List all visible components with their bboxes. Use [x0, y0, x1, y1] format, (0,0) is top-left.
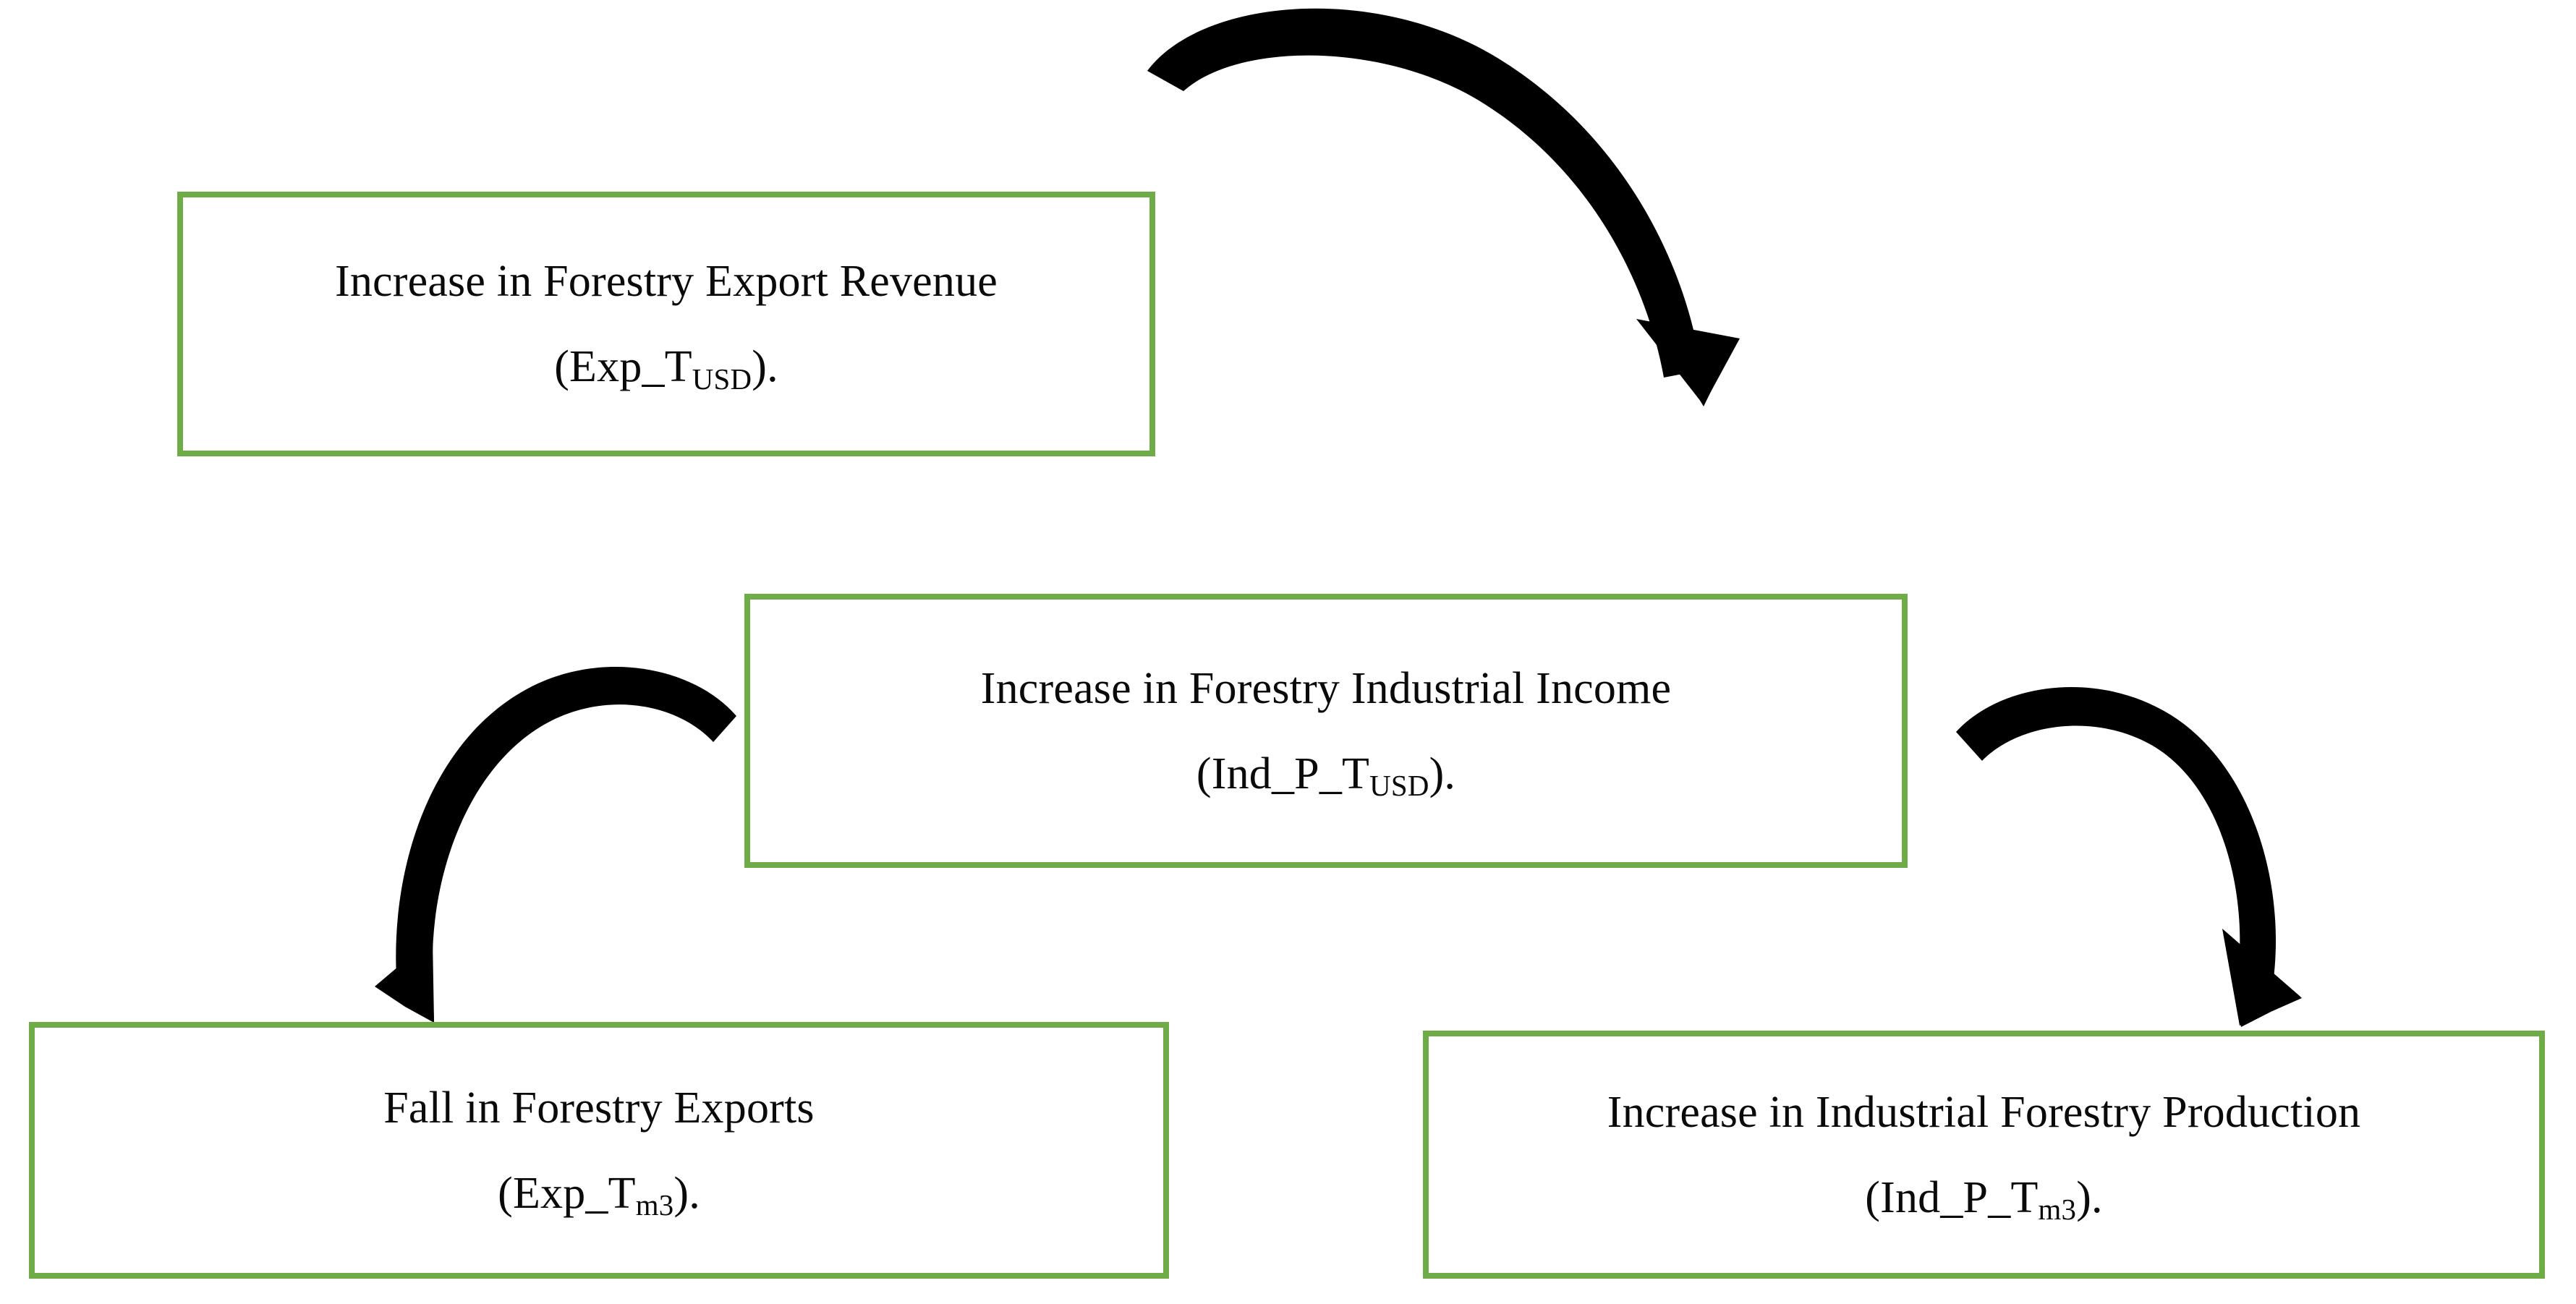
code-subscript: USD — [692, 362, 752, 396]
code-prefix: (Exp_T — [498, 1168, 636, 1218]
node-export-revenue-title: Increase in Forestry Export Revenue — [334, 257, 998, 306]
arrow-head — [375, 939, 434, 1023]
arrow-industrial-income-to-industrial-production — [1956, 686, 2302, 1027]
code-prefix: (Ind_P_T — [1865, 1172, 2039, 1222]
node-industrial-income-title: Increase in Forestry Industrial Income — [980, 663, 1672, 713]
code-prefix: (Exp_T — [554, 342, 692, 391]
node-industrial-production-title: Increase in Industrial Forestry Producti… — [1607, 1087, 2361, 1137]
node-fall-exports[interactable]: Fall in Forestry Exports (Exp_Tm3). — [29, 1022, 1169, 1279]
arrow-head — [1636, 319, 1740, 405]
node-industrial-income-code: (Ind_P_TUSD). — [1196, 749, 1456, 801]
arrow-shaft — [1956, 686, 2277, 994]
code-subscript: m3 — [635, 1189, 674, 1222]
node-industrial-income[interactable]: Increase in Forestry Industrial Income (… — [744, 594, 1908, 868]
arrow-industrial-income-to-fall-exports — [375, 666, 736, 1023]
arrow-head-fill — [1655, 325, 1736, 406]
arrow-head — [2222, 929, 2302, 1026]
node-industrial-production-code: (Ind_P_Tm3). — [1865, 1172, 2103, 1225]
arrow-head-fill — [2224, 930, 2300, 1027]
code-subscript: USD — [1369, 770, 1429, 803]
arrow-head-fill — [383, 940, 434, 1021]
node-industrial-production[interactable]: Increase in Industrial Forestry Producti… — [1423, 1031, 2545, 1279]
arrow-shaft — [396, 666, 736, 978]
code-subscript: m3 — [2038, 1193, 2077, 1227]
code-suffix: ). — [752, 342, 778, 391]
node-fall-exports-code: (Exp_Tm3). — [498, 1168, 700, 1221]
code-prefix: (Ind_P_T — [1196, 749, 1370, 798]
code-suffix: ). — [1429, 749, 1456, 798]
arrow-shaft — [1147, 8, 1701, 378]
arrow-export-revenue-to-industrial-income — [1147, 8, 1740, 406]
node-export-revenue[interactable]: Increase in Forestry Export Revenue (Exp… — [177, 192, 1155, 456]
node-fall-exports-title: Fall in Forestry Exports — [383, 1083, 815, 1133]
node-export-revenue-code: (Exp_TUSD). — [554, 342, 778, 394]
code-suffix: ). — [673, 1168, 700, 1218]
code-suffix: ). — [2076, 1172, 2103, 1222]
